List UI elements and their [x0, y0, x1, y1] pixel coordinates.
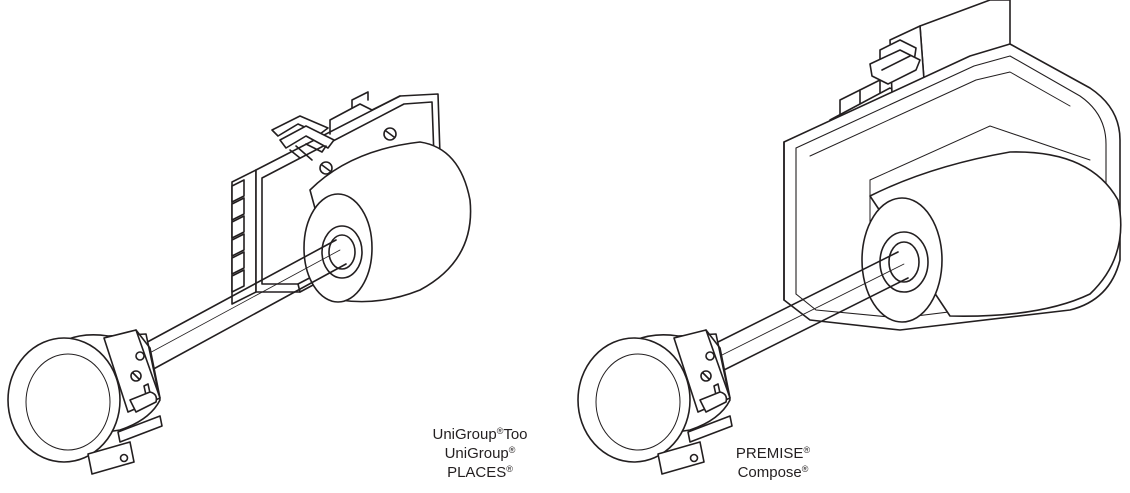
left-product-caption: UniGroup®Too UniGroup® PLACES®: [400, 425, 560, 482]
left-cylinder-body: [303, 141, 472, 303]
left-top-clip: [271, 115, 335, 161]
right-plug-head: [577, 329, 731, 463]
right-power-cord: [709, 251, 909, 373]
caption-line: UniGroup®: [444, 445, 516, 462]
right-top-clip: [869, 39, 921, 85]
left-power-module-illustration: [7, 91, 472, 475]
caption-line: PLACES®: [447, 464, 513, 481]
caption-line: Compose®: [737, 464, 809, 481]
right-power-module-illustration: [577, 0, 1122, 475]
left-plug-head: [7, 329, 161, 463]
right-plug-prongs: [657, 391, 733, 475]
left-plug-prongs: [87, 391, 163, 475]
caption-line: UniGroup®Too: [432, 426, 528, 443]
left-power-cord: [139, 239, 347, 373]
right-product-caption: PREMISE® Compose®: [708, 444, 838, 482]
caption-line: PREMISE®: [735, 445, 811, 462]
left-terminal-block: [231, 169, 257, 305]
